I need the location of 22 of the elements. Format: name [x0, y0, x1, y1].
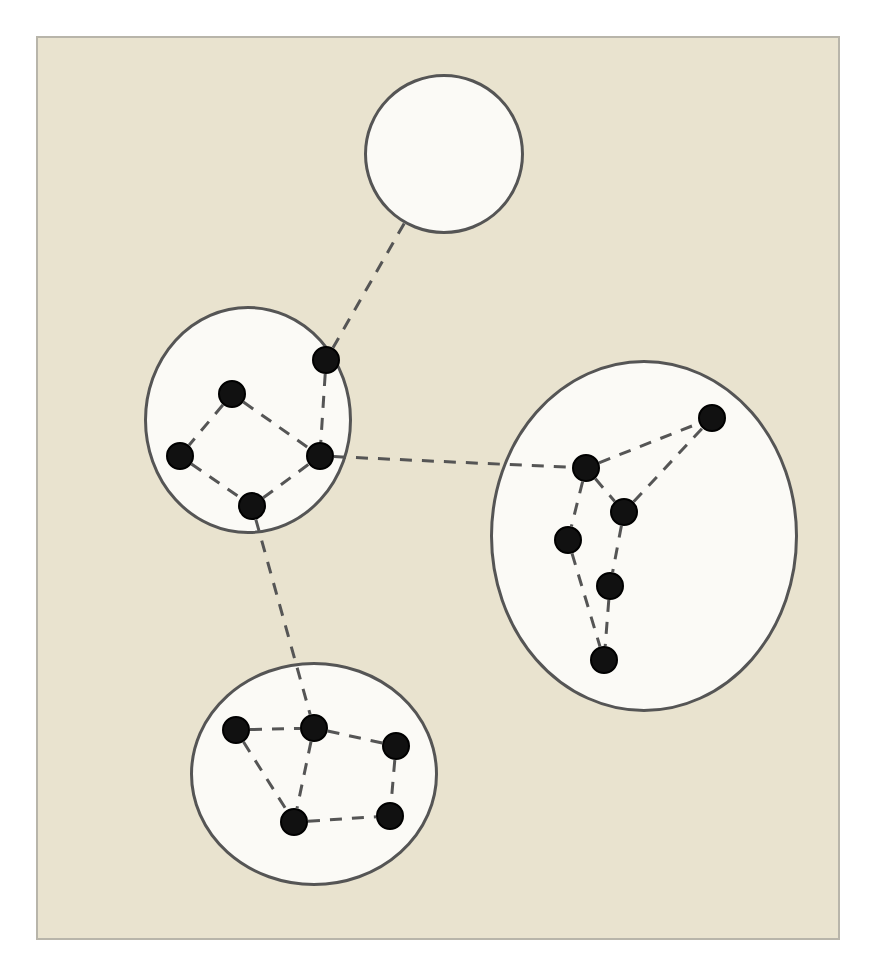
dashed-connector [611, 525, 623, 573]
dashed-connector [295, 741, 313, 809]
dashed-connector [603, 599, 611, 647]
dashed-connector [242, 741, 288, 811]
circle-cluster [364, 74, 524, 234]
dashed-connector [249, 726, 301, 732]
dashed-connector [187, 403, 225, 447]
dashed-connector [307, 815, 377, 823]
circle-cluster [190, 662, 438, 886]
ellipse-cluster [490, 360, 798, 712]
dashed-connector [254, 519, 312, 715]
dashed-connector [242, 400, 310, 450]
dashed-connector [331, 222, 406, 349]
dashed-connector [190, 462, 242, 500]
dashed-connector [319, 373, 327, 443]
dashed-connector [327, 729, 383, 745]
dashed-connector [594, 477, 616, 503]
dashed-connector [262, 463, 310, 499]
dashed-connector [570, 552, 602, 648]
circle-cluster [144, 306, 352, 534]
dashed-connector [569, 481, 585, 527]
dashed-connector [632, 427, 704, 503]
